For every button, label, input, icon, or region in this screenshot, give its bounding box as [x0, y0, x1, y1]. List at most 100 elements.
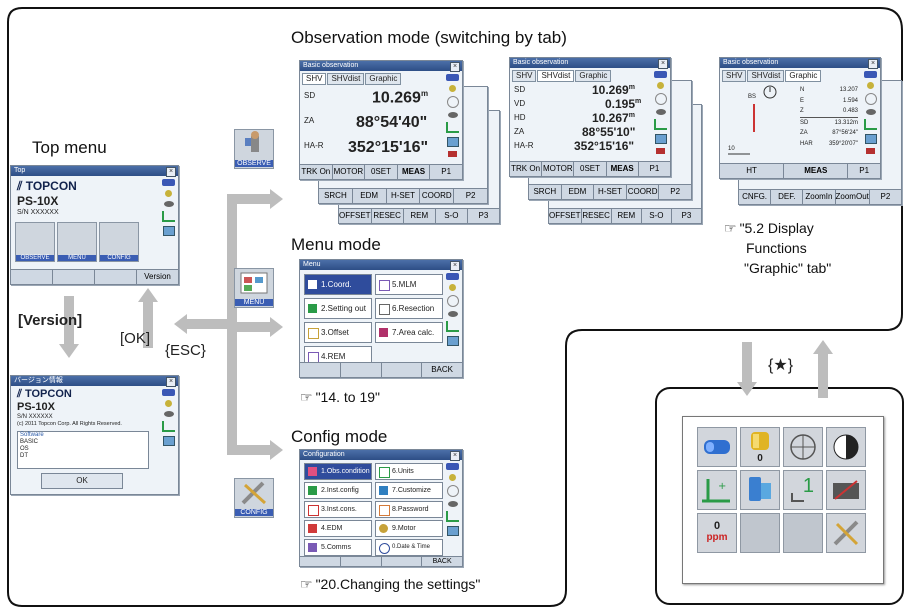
- panel-ppm-button[interactable]: 0 ppm: [697, 513, 737, 553]
- menu-item-offset[interactable]: 3.Offset: [304, 322, 372, 343]
- fkey-offset[interactable]: OFFSET: [339, 209, 372, 223]
- menu-mode-icon[interactable]: MENU: [234, 268, 274, 308]
- fkey-p2[interactable]: P2: [670, 187, 681, 196]
- fkey-0set[interactable]: 0SET: [574, 162, 607, 176]
- fkey-coord[interactable]: COORD: [420, 189, 455, 203]
- top-config-button[interactable]: CONFIG: [99, 222, 139, 262]
- fkey-s-o[interactable]: S-O: [642, 209, 672, 223]
- fkey-resec[interactable]: RESEC: [582, 209, 612, 223]
- version-ok-button[interactable]: OK: [41, 473, 123, 489]
- panel-crosshair-button[interactable]: [783, 427, 823, 467]
- config-item-comms[interactable]: 5.Comms: [304, 539, 372, 556]
- config-item-date-time[interactable]: 0.Date & Time: [375, 539, 443, 556]
- fkey-edm[interactable]: EDM: [353, 189, 387, 203]
- tab-shvdist[interactable]: SHVdist: [747, 70, 785, 82]
- panel-blank-button[interactable]: [740, 513, 780, 553]
- panel-keyboard-button[interactable]: [826, 470, 866, 510]
- tab-shv[interactable]: SHV: [722, 70, 747, 82]
- fkey-s-o[interactable]: S-O: [436, 209, 468, 223]
- fkey-blank[interactable]: [382, 363, 423, 377]
- fkey-p3[interactable]: P3: [478, 211, 489, 220]
- fkey-blank[interactable]: [95, 270, 137, 284]
- panel-blank-button[interactable]: [783, 513, 823, 553]
- tab-shvdist[interactable]: SHVdist: [327, 73, 365, 85]
- fkey-blank[interactable]: [11, 270, 53, 284]
- menu-item-coord[interactable]: 1.Coord.: [304, 274, 372, 295]
- fkey-coord[interactable]: COORD: [627, 185, 660, 199]
- fkey-blank[interactable]: [53, 270, 95, 284]
- fkey-edm[interactable]: EDM: [562, 185, 595, 199]
- fkey-meas[interactable]: MEAS: [398, 165, 431, 179]
- tab-shv[interactable]: SHV: [512, 70, 537, 82]
- panel-contrast-button[interactable]: [826, 427, 866, 467]
- fkey-back[interactable]: BACK: [431, 365, 454, 374]
- fkey-p2[interactable]: P2: [465, 191, 476, 200]
- fkey-blank[interactable]: [382, 557, 423, 566]
- fkey-blank[interactable]: [300, 363, 341, 377]
- observe-mode-icon[interactable]: OBSERVE: [234, 129, 274, 169]
- config-item-units[interactable]: 6.Units: [375, 463, 443, 480]
- menu-item-setting-out[interactable]: 2.Setting out: [304, 298, 372, 319]
- fkey-rem[interactable]: REM: [404, 209, 436, 223]
- config-item-inst-config[interactable]: 2.Inst.config: [304, 482, 372, 499]
- config-item-edm[interactable]: 4.EDM: [304, 520, 372, 537]
- fkey-rem[interactable]: REM: [612, 209, 642, 223]
- fkey-trk-on[interactable]: TRK On: [510, 162, 543, 176]
- config-item-obs-condition[interactable]: 1.Obs.condition: [304, 463, 372, 480]
- fkey-ht[interactable]: HT: [720, 164, 785, 178]
- fkey-cnfg[interactable]: CNFG.: [739, 190, 772, 204]
- fkey-p3[interactable]: P3: [681, 211, 692, 220]
- panel-device-button[interactable]: [740, 470, 780, 510]
- fkey-offset[interactable]: OFFSET: [549, 209, 582, 223]
- tab-shv[interactable]: SHV: [302, 73, 327, 85]
- close-icon[interactable]: ×: [166, 167, 176, 177]
- tab-shvdist[interactable]: SHVdist: [537, 70, 575, 82]
- panel-battery-button[interactable]: [697, 427, 737, 467]
- fkey-p2[interactable]: P2: [880, 192, 891, 201]
- panel-level-button[interactable]: 1: [783, 470, 823, 510]
- menu-item-resection[interactable]: 6.Resection: [375, 298, 443, 319]
- close-icon[interactable]: ×: [450, 62, 460, 72]
- config-mode-icon[interactable]: CONFIG: [234, 478, 274, 518]
- panel-target-button[interactable]: +: [697, 470, 737, 510]
- fkey-p1[interactable]: P1: [649, 164, 660, 173]
- close-icon[interactable]: ×: [658, 59, 668, 69]
- top-menu-button[interactable]: MENU: [57, 222, 97, 262]
- fkey-h-set[interactable]: H-SET: [387, 189, 421, 203]
- fkey-resec[interactable]: RESEC: [372, 209, 404, 223]
- fkey-blank[interactable]: [341, 363, 382, 377]
- fkey-h-set[interactable]: H-SET: [594, 185, 627, 199]
- fkey-version[interactable]: Version: [144, 272, 171, 281]
- fkey-motor[interactable]: MOTOR: [333, 165, 366, 179]
- close-icon[interactable]: ×: [868, 59, 878, 69]
- software-list[interactable]: Software BASIC OS DT: [17, 431, 149, 469]
- config-item-inst-cons[interactable]: 3.Inst.cons.: [304, 501, 372, 518]
- menu-item-mlm[interactable]: 5.MLM: [375, 274, 443, 295]
- config-item-customize[interactable]: 7.Customize: [375, 482, 443, 499]
- fkey-zoomin[interactable]: ZoomIn: [803, 190, 836, 204]
- fkey-blank[interactable]: [300, 557, 341, 566]
- fkey-p1[interactable]: P1: [441, 167, 452, 176]
- menu-item-area-calc[interactable]: 7.Area calc.: [375, 322, 443, 343]
- panel-signal-button[interactable]: 0: [740, 427, 780, 467]
- fkey-back[interactable]: BACK: [432, 558, 452, 565]
- close-icon[interactable]: ×: [450, 451, 460, 461]
- close-icon[interactable]: ×: [450, 261, 460, 271]
- tab-graphic[interactable]: Graphic: [785, 70, 822, 82]
- config-item-motor[interactable]: 9.Motor: [375, 520, 443, 537]
- fkey-trk-on[interactable]: TRK On: [300, 165, 333, 179]
- fkey-srch[interactable]: SRCH: [529, 185, 562, 199]
- fkey-zoomout[interactable]: ZoomOut: [836, 190, 870, 204]
- fkey-meas[interactable]: MEAS: [607, 162, 639, 176]
- close-icon[interactable]: ×: [166, 377, 176, 387]
- fkey-def[interactable]: DEF.: [771, 190, 804, 204]
- fkey-blank[interactable]: [341, 557, 382, 566]
- config-item-password[interactable]: 8.Password: [375, 501, 443, 518]
- fkey-0set[interactable]: 0SET: [365, 165, 398, 179]
- tab-graphic[interactable]: Graphic: [575, 70, 612, 82]
- fkey-p1[interactable]: P1: [859, 166, 870, 175]
- fkey-motor[interactable]: MOTOR: [542, 162, 575, 176]
- panel-config-button[interactable]: [826, 513, 866, 553]
- tab-graphic[interactable]: Graphic: [365, 73, 402, 85]
- top-observe-button[interactable]: OBSERVE: [15, 222, 55, 262]
